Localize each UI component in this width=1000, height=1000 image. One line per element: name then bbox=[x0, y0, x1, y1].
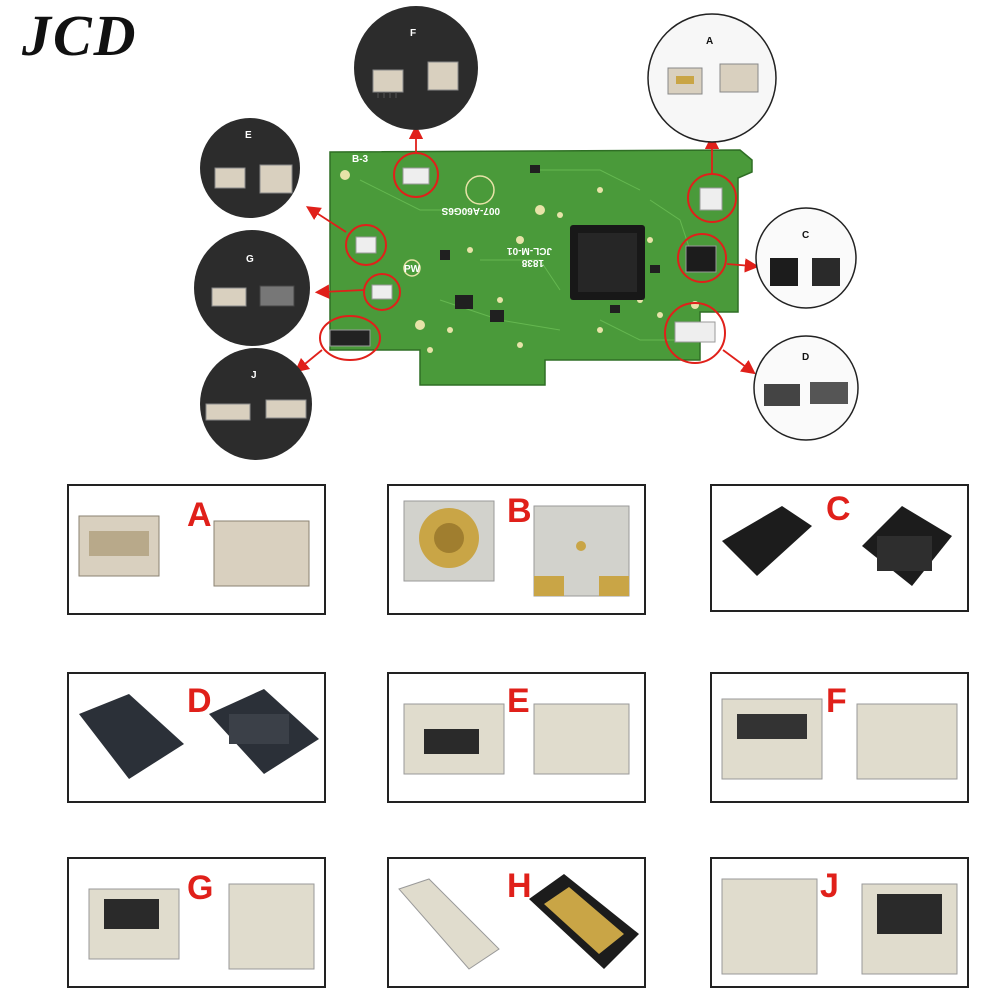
pcb-highlight-e bbox=[345, 224, 387, 266]
card-g: G bbox=[67, 857, 326, 988]
callout-e: E bbox=[200, 118, 300, 218]
card-d-letter: D bbox=[187, 682, 212, 720]
card-a-image bbox=[78, 515, 310, 587]
card-e-image bbox=[403, 703, 630, 775]
card-c-letter: C bbox=[826, 490, 851, 528]
callout-c: C bbox=[755, 207, 857, 309]
card-a: A bbox=[67, 484, 326, 615]
card-j-letter: J bbox=[820, 867, 839, 905]
card-d-image bbox=[79, 689, 319, 779]
pcb-highlight-c bbox=[677, 233, 727, 283]
callout-d: D bbox=[753, 335, 859, 441]
callout-g-label: G bbox=[246, 254, 254, 265]
card-b: B bbox=[387, 484, 646, 615]
card-f-letter: F bbox=[826, 682, 847, 720]
card-d: D bbox=[67, 672, 326, 803]
card-f-image bbox=[721, 698, 958, 780]
callout-a: A bbox=[647, 13, 777, 143]
card-f: F bbox=[710, 672, 969, 803]
pcb-highlight-g bbox=[363, 273, 401, 311]
silk-date: 1838 bbox=[521, 257, 544, 268]
card-b-image bbox=[403, 500, 630, 597]
pcb-highlight-d bbox=[664, 302, 726, 364]
card-c: C bbox=[710, 484, 969, 612]
card-b-letter: B bbox=[507, 492, 532, 530]
card-e: E bbox=[387, 672, 646, 803]
card-j-image bbox=[721, 878, 958, 975]
callout-d-label: D bbox=[802, 352, 809, 363]
silk-jcl: JCL-M-01 bbox=[507, 245, 552, 256]
brand-logo: JCD bbox=[22, 3, 138, 68]
callout-a-label: A bbox=[706, 36, 713, 47]
card-g-letter: G bbox=[187, 869, 214, 907]
pcb-highlight-j bbox=[319, 315, 381, 361]
card-j: J bbox=[710, 857, 969, 988]
silk-code: 007-A60G6S bbox=[441, 205, 500, 216]
pcb-diagram: B-3 007-A60G6S JCL-M-01 1838 PW bbox=[194, 6, 859, 460]
callout-g: G bbox=[194, 230, 310, 346]
silk-b3: B-3 bbox=[352, 154, 369, 165]
card-e-letter: E bbox=[507, 682, 530, 720]
card-g-image bbox=[88, 883, 315, 970]
callout-j-label: J bbox=[251, 370, 257, 381]
card-h: H bbox=[387, 857, 646, 988]
card-a-letter: A bbox=[187, 496, 212, 534]
callout-c-label: C bbox=[802, 230, 809, 241]
card-h-image bbox=[398, 874, 639, 970]
silk-pw: PW bbox=[404, 264, 421, 275]
callout-e-label: E bbox=[245, 130, 252, 141]
card-c-image bbox=[722, 506, 952, 586]
callout-j: J bbox=[200, 348, 312, 460]
card-h-letter: H bbox=[507, 867, 532, 905]
callout-f-label: F bbox=[410, 28, 416, 39]
callout-f: F bbox=[354, 6, 478, 130]
